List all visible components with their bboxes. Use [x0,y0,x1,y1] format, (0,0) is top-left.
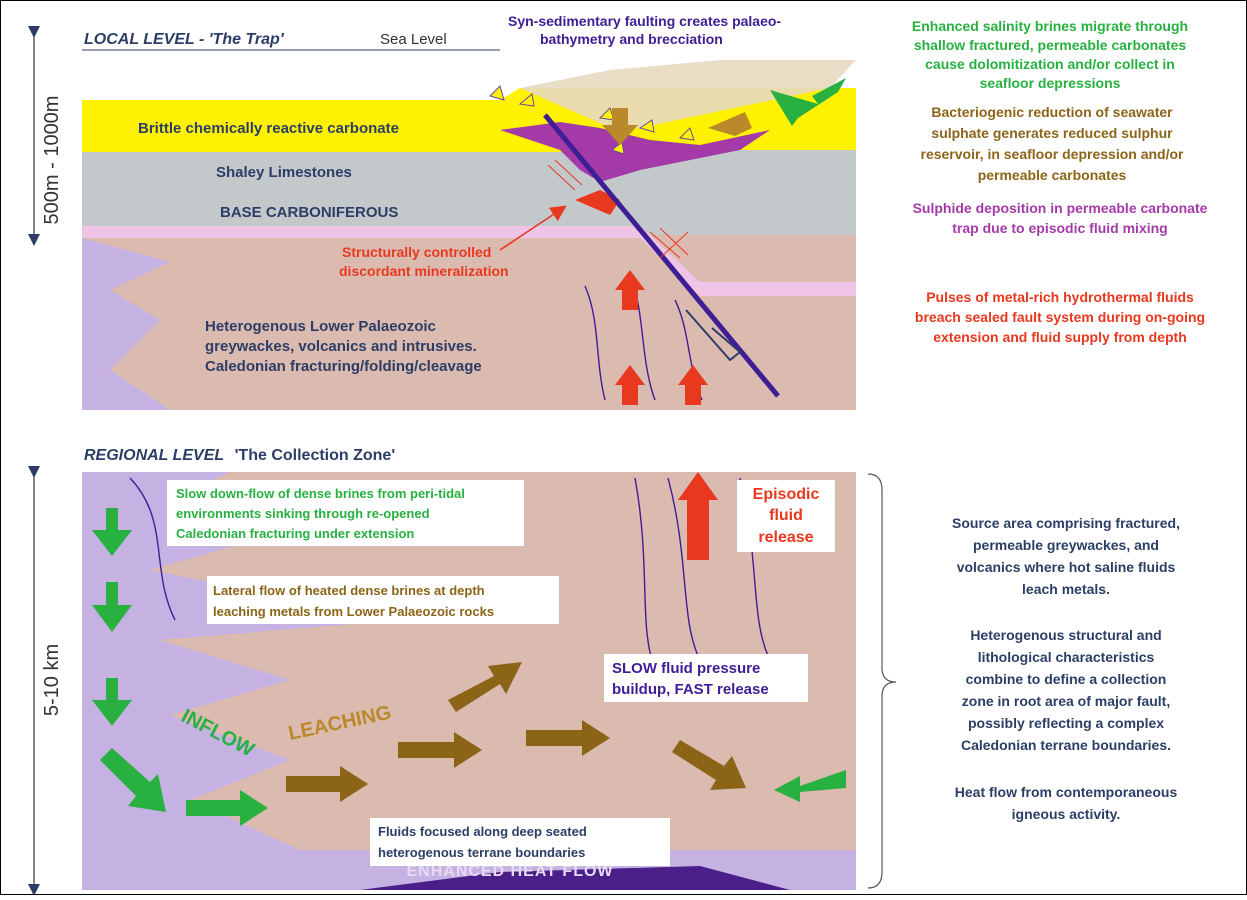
svg-text:possibly reflecting a complex: possibly reflecting a complex [968,715,1164,731]
pressure-buildup-box: SLOW fluid pressure buildup, FAST releas… [604,654,808,702]
local-section: 500m - 1000m LOCAL LEVEL - 'The Trap' Se… [28,13,1208,410]
svg-text:igneous activity.: igneous activity. [1012,806,1121,822]
local-depth-label: 500m - 1000m [41,96,63,225]
sulphide-note: Sulphide deposition in permeable carbona… [913,200,1208,236]
regional-depth-label: 5-10 km [41,644,63,716]
svg-text:release: release [758,529,813,546]
lateral-flow-box: Lateral flow of heated dense brines at d… [207,576,559,624]
leaching-arrows [286,662,746,802]
brittle-carbonate-label: Brittle chemically reactive carbonate [138,120,399,137]
salinity-note: Enhanced salinity brines migrate through… [912,18,1188,91]
red-fracture-marks [547,159,689,259]
heat-flow-label: ENHANCED HEAT FLOW [406,863,613,880]
bacteriogenic-note: Bacteriogenic reduction of seawater sulp… [921,104,1185,183]
svg-text:sulphate generates reduced sul: sulphate generates reduced sulphur [931,125,1173,141]
svg-text:environments sinking through r: environments sinking through re-opened [176,506,430,521]
svg-text:permeable greywackes, and: permeable greywackes, and [973,537,1159,553]
heat-flow-note: Heat flow from contemporaneous igneous a… [955,784,1178,822]
episodic-release-box: Episodic fluid release [737,480,835,552]
svg-text:fluid: fluid [769,507,803,524]
sulphide-lens-lower [575,190,620,215]
svg-text:Slow down-flow of dense brines: Slow down-flow of dense brines from peri… [176,486,465,501]
svg-text:buildup, FAST release: buildup, FAST release [612,681,769,698]
salinity-inflow-arrow [770,78,846,126]
collection-zone-bracket [867,473,897,889]
episodic-release-arrow [678,472,718,560]
pulses-note: Pulses of metal-rich hydrothermal fluids… [915,289,1205,345]
tan-basement-layer [82,230,856,410]
svg-text:leach metals.: leach metals. [1022,581,1110,597]
sea-level-label: Sea Level [380,31,447,48]
svg-text:reservoir, in seafloor depress: reservoir, in seafloor depression and/or [921,146,1185,162]
heterogenous-note: Heterogenous structural and lithological… [961,627,1171,753]
lavender-wedge-regional [82,472,400,850]
shaley-limestones-label: Shaley Limestones [216,164,352,181]
syn-sedimentary-label-line1: Syn-sedimentary faulting creates palaeo- [508,13,781,29]
svg-text:Episodic: Episodic [753,486,820,503]
svg-text:Source area comprising fractur: Source area comprising fractured, [952,515,1180,531]
fluids-focused-box: Fluids focused along deep seated heterog… [370,818,670,866]
lavender-wedge-local [82,238,170,410]
igneous-body [360,866,790,890]
lower-palaeozoic-label-line3: Caledonian fracturing/folding/cleavage [205,358,482,375]
svg-text:volcanics where hot saline flu: volcanics where hot saline fluids [957,559,1176,575]
svg-text:zone in root area of major fau: zone in root area of major fault, [962,693,1170,709]
inflow-arrows [92,508,846,826]
svg-text:Heterogenous structural and: Heterogenous structural and [970,627,1161,643]
svg-text:Caledonian fracturing under ex: Caledonian fracturing under extension [176,526,414,541]
local-title: LOCAL LEVEL - 'The Trap' [84,31,285,48]
svg-text:SLOW fluid pressure: SLOW fluid pressure [612,660,760,677]
svg-text:Caledonian terrane boundaries.: Caledonian terrane boundaries. [961,737,1171,753]
svg-text:Fluids focused along deep seat: Fluids focused along deep seated [378,824,587,839]
svg-text:shallow fractured, permeable c: shallow fractured, permeable carbonates [914,37,1187,53]
svg-text:trap due to episodic fluid mix: trap due to episodic fluid mixing [952,220,1167,236]
mineralization-pointer [499,205,567,251]
svg-text:Lateral flow of heated dense b: Lateral flow of heated dense brines at d… [213,583,485,598]
regional-section: REGIONAL LEVEL 'The Collection Zone' 5-1… [28,447,1180,896]
svg-text:leaching metals from Lower Pal: leaching metals from Lower Palaeozoic ro… [213,604,494,619]
svg-text:Heat flow from contemporaneous: Heat flow from contemporaneous [955,784,1178,800]
fault-slip-arrows [685,309,742,362]
svg-text:lithological characteristics: lithological characteristics [978,649,1155,665]
base-carboniferous-label: BASE CARBONIFEROUS [220,204,398,221]
pink-base-carboniferous-band [82,226,856,296]
mineralization-label-line2: discordant mineralization [339,263,509,279]
svg-text:heterogenous terrane boundarie: heterogenous terrane boundaries [378,845,585,860]
svg-text:breach sealed fault system dur: breach sealed fault system during on-goi… [915,309,1205,325]
mineralization-label-line1: Structurally controlled [342,244,491,260]
local-red-fluid-arrows [615,270,708,405]
svg-text:seafloor depressions: seafloor depressions [980,75,1121,91]
gray-shaley-layer [82,145,856,235]
bacteriogenic-arrows [602,108,752,145]
sulphide-lens-upper [500,122,770,182]
lower-palaeozoic-label-line1: Heterogenous Lower Palaeozoic [205,318,436,335]
svg-text:Sulphide deposition in permeab: Sulphide deposition in permeable carbona… [913,200,1208,216]
lower-palaeozoic-label-line2: greywackes, volcanics and intrusives. [205,338,477,355]
svg-text:Pulses of metal-rich hydrother: Pulses of metal-rich hydrothermal fluids [926,289,1194,305]
regional-title: REGIONAL LEVEL 'The Collection Zone' [84,447,395,464]
breccia-fragments [489,85,695,155]
svg-text:extension and fluid supply fro: extension and fluid supply from depth [933,329,1187,345]
syn-sedimentary-label-line2: bathymetry and brecciation [540,31,723,47]
source-area-note: Source area comprising fractured, permea… [952,515,1180,597]
svg-text:Enhanced salinity brines migra: Enhanced salinity brines migrate through [912,18,1188,34]
main-fault [543,113,780,398]
svg-text:cause dolomitization and/or co: cause dolomitization and/or collect in [925,56,1175,72]
slow-down-flow-box: Slow down-flow of dense brines from peri… [167,480,524,546]
svg-text:Bacteriogenic reduction of sea: Bacteriogenic reduction of seawater [931,104,1173,120]
svg-text:permeable carbonates: permeable carbonates [978,167,1127,183]
svg-text:combine to define a collection: combine to define a collection [966,671,1167,687]
